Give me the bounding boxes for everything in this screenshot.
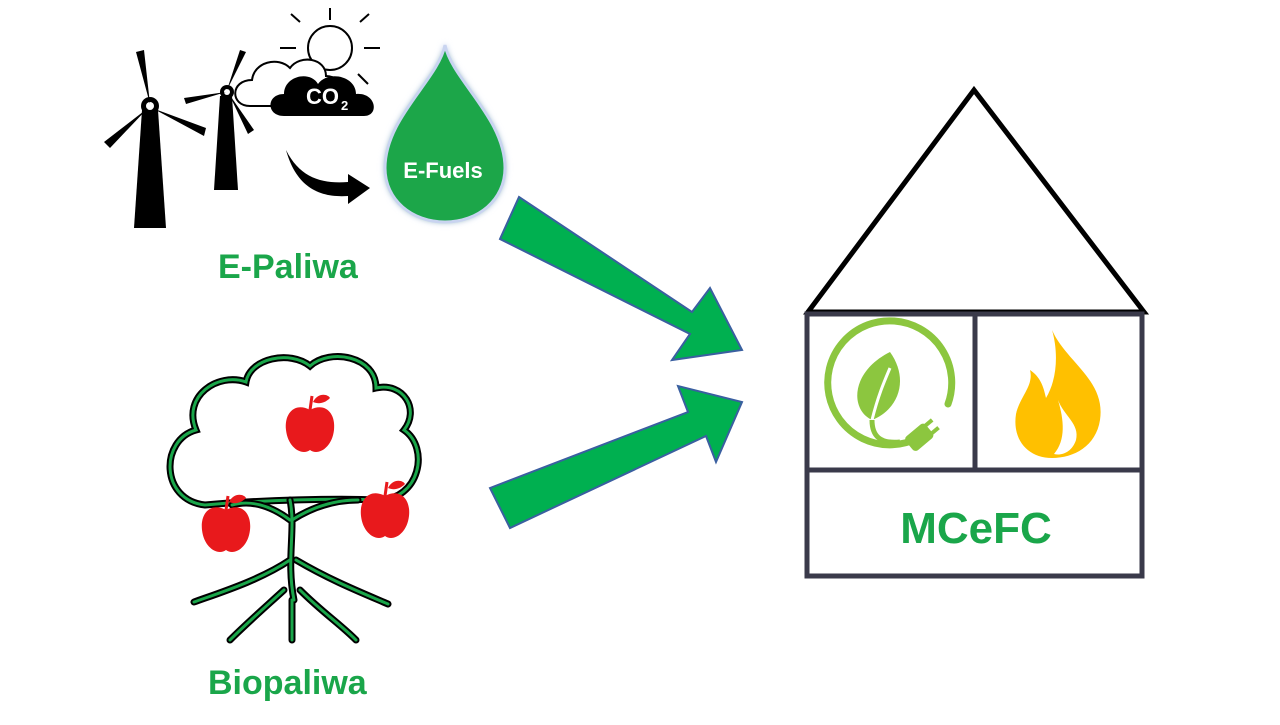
apple-icon: [285, 394, 335, 452]
arrow-to-target: [488, 384, 744, 530]
wind-turbine-icon: [104, 50, 206, 228]
wind-turbine-icon: [184, 50, 254, 190]
electricity-icon: [824, 317, 956, 451]
target-label: MCeFC: [900, 504, 1052, 553]
arrow-to-target: [498, 195, 744, 362]
e-fuels-caption: E-Paliwa: [218, 248, 358, 286]
apple-icon: [360, 480, 410, 538]
biofuel-caption: Biopaliwa: [208, 664, 367, 702]
curved-arrow-icon: [286, 150, 370, 204]
sun-icon: [280, 8, 380, 85]
co2-cloud-icon: CO 2: [270, 76, 374, 116]
co2-subscript: 2: [341, 98, 348, 113]
apple-icon: [201, 494, 251, 552]
drop-label: E-Fuels: [403, 158, 482, 183]
house-target: [803, 85, 1150, 579]
fuel-drop-icon: [383, 44, 507, 224]
co2-text: CO: [306, 84, 339, 109]
flame-icon: [1015, 330, 1101, 458]
